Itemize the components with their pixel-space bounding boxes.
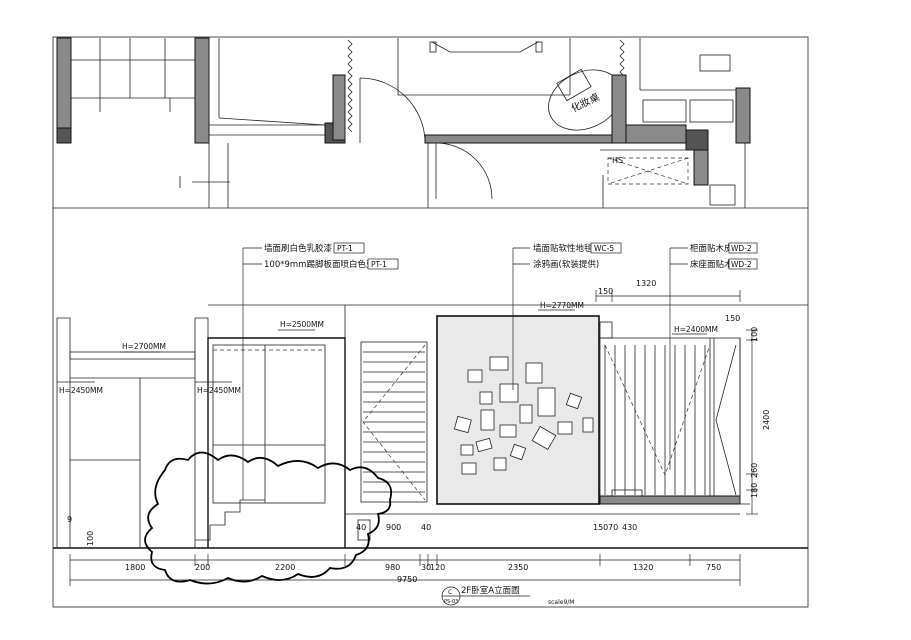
note-cabinet-veneer: 柜面贴木皮 [690,243,733,254]
title-tag-top: C [448,589,452,596]
carpet-panel [436,315,600,505]
note-graffiti: 涂鸦画(软装提供) [533,259,599,270]
wood-grain-cabinet [362,344,426,501]
height-2450-left: H=2450MM [59,386,103,395]
dim-top-right-150: 150 [725,314,740,323]
elevation [53,304,808,585]
dim-right-180: 180 [750,483,759,498]
dim-left-9: 9 [67,515,72,524]
dim-bottom-120: 120 [430,563,445,572]
note-wall-paint: 墙面刷白色乳胶漆 [264,243,333,254]
drawing-title: C PS-03 2F卧室A立面圖 scale9/M [441,585,574,606]
bottom-dimensions: 1800 200 2200 980 30 120 2350 1320 750 9… [69,554,741,586]
height-markers: H=2700MM H=2450MM H=2450MM H=2500MM H=27… [57,301,718,395]
note-cabinet-veneer-code: WD-2 [731,244,752,253]
dim-inner-40-a: 40 [356,523,366,532]
dim-right-2400: 2400 [762,410,771,430]
note-bed-veneer: 床座面贴木皮 [690,259,742,270]
dresser-label: 化妝桌 [569,90,602,114]
height-2450-right: H=2450MM [197,386,241,395]
dim-inner-430: 430 [622,523,637,532]
note-bed-veneer-code: WD-2 [731,260,752,269]
top-dimensions: 150 1320 150 [595,279,741,323]
hs-label: HS [612,156,623,165]
annotation-leaders [242,247,688,500]
title-scale: scale9/M [548,599,574,606]
note-carpet: 墙面贴软性地毯 [533,243,593,254]
note-carpet-code: WC-5 [594,244,614,253]
dim-top-1320: 1320 [636,279,656,288]
title-tag-bottom: PS-03 [444,599,458,605]
dim-bottom-2350: 2350 [508,563,528,572]
dim-inner-150: 150 [593,523,608,532]
dim-top-150: 150 [598,287,613,296]
dim-right-100: 100 [750,327,759,342]
note-wall-paint-code: PT-1 [337,244,353,253]
graffiti-frames [453,356,594,475]
inner-dimensions: 40 900 40 150 70 430 9 100 [67,515,637,546]
dim-bottom-980: 980 [385,563,400,572]
sheet-border [52,36,809,608]
revision-cloud [144,451,393,585]
height-2700: H=2700MM [122,342,166,351]
bed-wood-panel [604,338,737,496]
dim-bottom-750: 750 [706,563,721,572]
dim-bottom-2200: 2200 [275,563,295,572]
dim-bottom-1320: 1320 [633,563,653,572]
dim-total-9750: 9750 [397,575,417,584]
dim-left-100: 100 [86,531,95,546]
height-2500: H=2500MM [280,320,324,329]
height-2400: H=2400MM [674,325,718,334]
note-skirting: 100*9mm踢脚板面喷白色亚光漆 [264,259,392,270]
height-2770: H=2770MM [540,301,584,310]
floor-plan: 化妝桌 HS [56,37,751,208]
title-main: 2F卧室A立面圖 [461,585,520,596]
dim-right-260: 260 [750,463,759,478]
right-dimensions: 100 2400 180 260 [746,327,771,515]
note-skirting-code: PT-1 [371,260,387,269]
dim-bottom-200: 200 [195,563,210,572]
dim-inner-40-b: 40 [421,523,431,532]
dim-inner-70: 70 [608,523,618,532]
dim-bottom-30: 30 [421,563,431,572]
dim-inner-900: 900 [386,523,401,532]
dim-bottom-1800: 1800 [125,563,145,572]
